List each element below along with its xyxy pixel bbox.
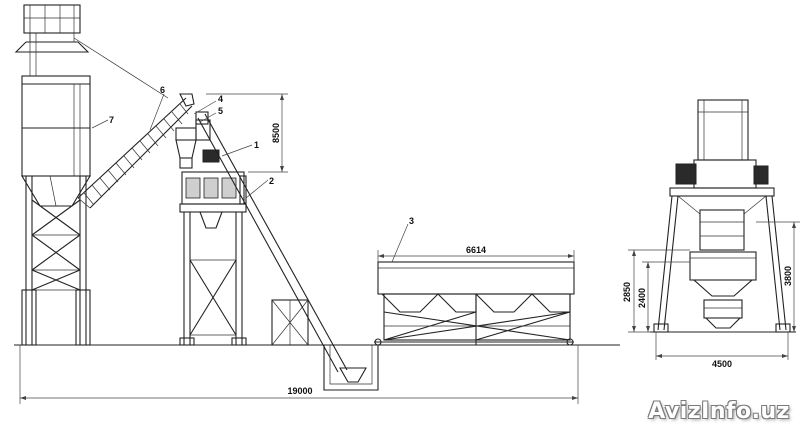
dim-side-width: 4500 [712,359,732,369]
dim-bins-length: 6614 [466,245,486,255]
dim-height-8500: 8500 [271,123,281,143]
part-label-5: 5 [218,106,223,116]
watermark: AvizInfo.uz [648,399,790,424]
part-label-cement-silo: 7 [109,115,114,125]
mixer-tower [175,119,247,346]
part-label-mixer: 1 [254,140,259,150]
part-label-aggregate-bins: 3 [409,216,414,226]
dim-height-3800: 3800 [783,266,793,286]
screw-conveyor [73,37,195,209]
part-label-aggregate-conveyor: 2 [269,176,274,186]
belt-conveyor [195,111,348,373]
part-label-4: 4 [218,94,223,104]
part-label-screw-conveyor: 6 [160,85,165,95]
dim-total-length: 19000 [287,386,312,396]
cement-silo [14,4,92,346]
conveyor-pit [323,345,379,391]
aggregate-bins [374,261,575,346]
dimension-lines [19,93,800,404]
side-view [650,99,796,333]
dim-height-2850: 2850 [622,282,632,302]
leader-lines [91,93,409,263]
dim-height-2400: 2400 [637,288,647,308]
